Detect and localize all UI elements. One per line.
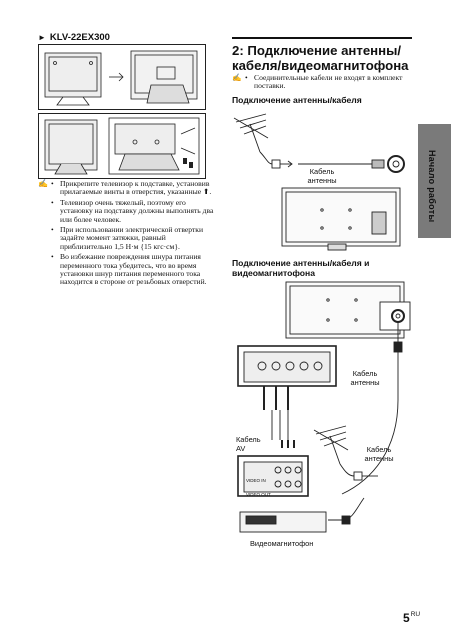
sub-heading-antenna-vcr: Подключение антенны/кабеля и видеомагнит… (232, 258, 370, 278)
sub-heading-antenna: Подключение антенны/кабеля (232, 95, 362, 105)
note-pencil-icon: ✍ (38, 179, 48, 188)
up-arrow-icon: ⬆ (203, 187, 210, 197)
section-heading: 2: Подключение антенны/ кабеля/видеомагн… (232, 43, 409, 73)
vcr-video-out-label: VIDEO OUT (246, 492, 271, 497)
antenna-vcr-diagram (237, 281, 411, 533)
screw-attach-figure (38, 113, 206, 179)
note-item: Во избежание повреждения шнура питания п… (51, 253, 218, 287)
cable-av-label: Кабель AV (236, 435, 261, 453)
vcr-label: Видеомагнитофон (250, 539, 314, 548)
note-pencil-icon: ✍ (232, 73, 242, 82)
note-item: При использовании электрической отвертки… (51, 225, 218, 251)
antenna-tv-diagram (233, 113, 405, 251)
note-item: Телевизор очень тяжелый, поэтому его уст… (51, 198, 218, 224)
side-tab-label: Начало работы (427, 150, 437, 223)
stand-notes: ✍ Прикрепите телевизор к подставке, уста… (38, 179, 218, 289)
section-side-tab (418, 124, 451, 238)
cables-note: ✍ Соединительные кабели не входят в комп… (232, 73, 412, 91)
section-rule (232, 37, 412, 39)
page-number: 5RU (403, 611, 421, 625)
arrow-marker: ► (38, 33, 46, 42)
model-heading: ►KLV-22EX300 (38, 32, 110, 43)
vcr-video-in-label: VIDEO IN (246, 478, 266, 483)
stand-attach-figure (38, 44, 206, 110)
cable-antenna-label-3: Кабель антенны (364, 445, 394, 463)
cable-antenna-label-2: Кабель антенны (350, 369, 380, 387)
note-item: Прикрепите телевизор к подставке, устано… (51, 179, 218, 197)
cable-antenna-label-1: Кабель антенны (307, 167, 337, 185)
